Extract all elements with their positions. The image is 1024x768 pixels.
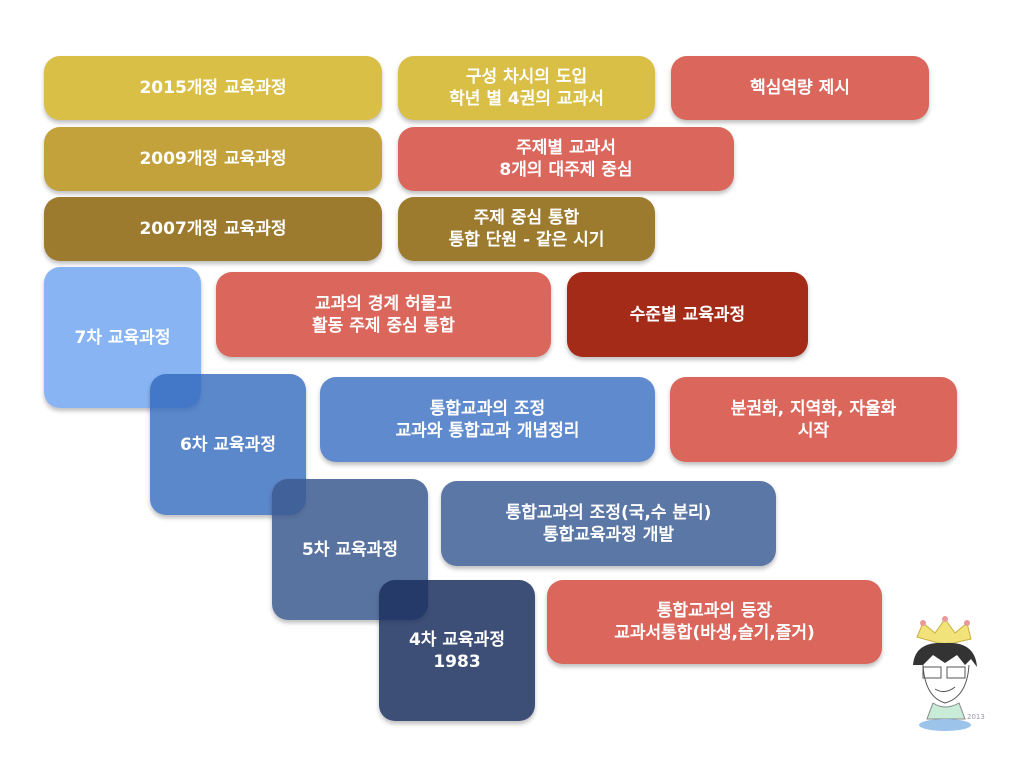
box-7th-curriculum: 7차 교육과정 [44,267,201,408]
crowned-character-illustration: 2013 [913,616,985,731]
box-2009-detail: 주제별 교과서 8개의 대주제 중심 [398,127,734,191]
label: 통합교과의 등장 교과서통합(바생,슬기,즐거) [614,601,815,643]
box-6th-detail-1: 통합교과의 조정 교과와 통합교과 개념정리 [320,377,655,462]
label: 구성 차시의 도입 학년 별 4권의 교과서 [449,67,604,109]
label: 주제별 교과서 8개의 대주제 중심 [499,138,633,180]
box-2015-curriculum: 2015개정 교육과정 [44,56,382,120]
box-7th-detail-1: 교과의 경계 허물고 활동 주제 중심 통합 [216,272,551,357]
label: 4차 교육과정 1983 [409,629,505,672]
label: 통합교과의 조정 교과와 통합교과 개념정리 [395,398,580,441]
box-6th-detail-2: 분권화, 지역화, 자율화 시작 [670,377,957,462]
label: 2007개정 교육과정 [139,219,287,239]
box-2007-detail: 주제 중심 통합 통합 단원 - 같은 시기 [398,197,655,261]
label: 교과의 경계 허물고 활동 주제 중심 통합 [312,293,455,336]
label: 6차 교육과정 [180,434,276,455]
label: 7차 교육과정 [74,327,171,348]
label: 분권화, 지역화, 자율화 시작 [730,398,897,441]
box-5th-detail: 통합교과의 조정(국,수 분리) 통합교육과정 개발 [441,481,776,566]
box-7th-detail-2: 수준별 교육과정 [567,272,808,357]
label: 5차 교육과정 [302,539,398,560]
label: 통합교과의 조정(국,수 분리) 통합교육과정 개발 [505,502,712,545]
box-2009-curriculum: 2009개정 교육과정 [44,127,382,191]
label: 수준별 교육과정 [629,304,746,325]
box-4th-curriculum: 4차 교육과정 1983 [379,580,535,721]
label: 2015개정 교육과정 [139,78,287,98]
label: 주제 중심 통합 통합 단원 - 같은 시기 [448,208,605,250]
box-2015-detail-1: 구성 차시의 도입 학년 별 4권의 교과서 [398,56,655,120]
box-2007-curriculum: 2007개정 교육과정 [44,197,382,261]
box-2015-detail-2: 핵심역량 제시 [671,56,929,120]
label: 2009개정 교육과정 [139,149,287,169]
label: 핵심역량 제시 [750,78,850,98]
signature-text: 2013 [967,713,985,721]
box-4th-detail: 통합교과의 등장 교과서통합(바생,슬기,즐거) [547,580,882,664]
